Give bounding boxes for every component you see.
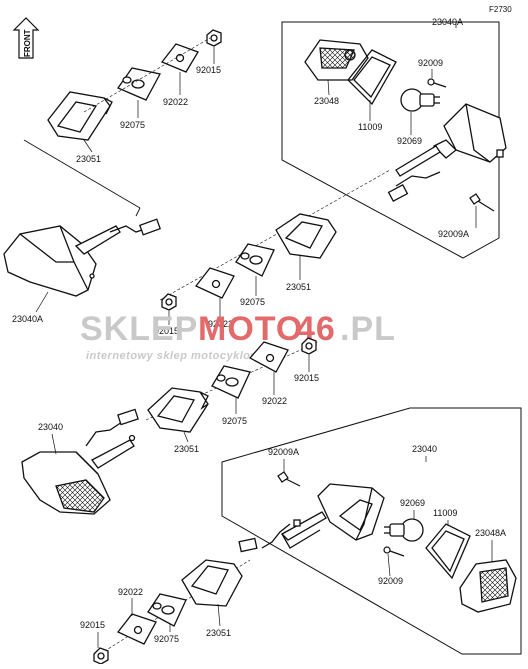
washer-92022-bottom	[116, 613, 157, 645]
screw-92009-lower	[383, 546, 405, 557]
leader-23040-left	[51, 433, 57, 455]
nut-92015-middle	[161, 293, 177, 311]
figure-code: F2730	[489, 5, 512, 14]
watermark-brand-prefix: SKLEP	[80, 310, 198, 348]
turn-signal-housing-23040A-upper	[387, 103, 507, 203]
screw-92009-upper	[427, 78, 447, 88]
watermark-brand-moto: MOTO	[198, 310, 303, 348]
label-23040-lower-right: 23040	[412, 444, 437, 454]
guide-lines-left	[23, 139, 141, 217]
gasket-11009	[347, 49, 397, 106]
label-23040-left: 23040	[38, 422, 63, 432]
lens-23048	[304, 39, 369, 81]
bracket-23051-upper	[47, 91, 113, 141]
bulb-92069-lower	[384, 518, 424, 542]
leaders-upper-right	[327, 69, 477, 228]
damper-92075-bottom	[147, 593, 187, 627]
label-92022-lower-right: 92022	[262, 396, 287, 406]
label-92015-middle: 92015	[154, 326, 179, 336]
nut-92015-bottom	[93, 647, 109, 665]
label-92009-upper: 92009	[418, 58, 443, 68]
label-92075-middle: 92075	[240, 297, 265, 307]
turn-signal-housing-23040A-left	[3, 218, 162, 297]
label-23051-lower: 23051	[174, 444, 199, 454]
bracket-23051-middle	[275, 213, 337, 259]
label-23048: 23048	[314, 96, 339, 106]
label-23040A-left: 23040A	[12, 314, 43, 324]
label-92069: 92069	[397, 136, 422, 146]
screw-92009A-lower	[277, 471, 301, 487]
bulb-92069	[400, 88, 440, 112]
label-92015-upper: 92015	[196, 65, 221, 75]
damper-92075-lower-right	[211, 365, 251, 399]
washer-92022-middle	[194, 267, 235, 299]
kit-box-rear-right	[221, 407, 522, 655]
washer-92022-upper	[160, 43, 199, 73]
gasket-11009-lower	[425, 523, 471, 580]
leader-92009-lower	[387, 553, 391, 577]
front-label: FRONT	[23, 29, 32, 57]
washer-92022-lower-right	[248, 341, 289, 373]
label-92069-lower: 92069	[400, 498, 425, 508]
bracket-23051-bottom	[181, 559, 243, 607]
leaders-upper-left	[83, 47, 215, 153]
kit-box-front-right	[281, 21, 500, 259]
front-direction-arrow: FRONT	[12, 17, 40, 59]
label-92009-lower: 92009	[378, 576, 403, 586]
label-23051-bottom: 23051	[206, 628, 231, 638]
nut-92015-lower-right	[301, 337, 317, 355]
lens-23048A	[459, 559, 517, 613]
label-11009: 11009	[358, 122, 382, 132]
damper-92075-middle	[235, 243, 275, 277]
label-92015-bottom: 92015	[80, 620, 105, 630]
label-92009A-lower: 92009A	[268, 447, 299, 457]
label-23051-middle: 23051	[286, 282, 311, 292]
watermark-tagline: internetowy sklep motocyklowy	[86, 350, 267, 362]
label-92022-upper: 92022	[163, 97, 188, 107]
watermark-brand-suffix: .PL	[340, 310, 396, 348]
leaders-middle-upper	[168, 256, 301, 325]
leaders-bottom	[97, 598, 221, 648]
turn-signal-housing-23040-lower-right	[238, 483, 385, 553]
label-92075-upper: 92075	[120, 120, 145, 130]
damper-92075-upper	[117, 67, 161, 101]
turn-signal-housing-23040-left	[21, 408, 139, 515]
leader-23040A-left	[35, 291, 49, 313]
label-23040A-upper: 23040A	[432, 17, 463, 27]
axis-line-middle-upper	[159, 169, 391, 301]
label-11009-lower: 11009	[433, 508, 457, 518]
watermark: SKLEP MOTO 46 .PL internetowy sklep moto…	[80, 310, 396, 362]
label-92022-middle: 92022	[208, 319, 233, 329]
label-92009A-upper: 92009A	[438, 229, 469, 239]
label-92022-bottom: 92022	[118, 587, 143, 597]
label-92075-lower-right: 92075	[222, 416, 247, 426]
label-23048A: 23048A	[475, 528, 506, 538]
screw-92009A-upper	[469, 193, 495, 212]
axis-line-upper-left	[83, 37, 211, 113]
bracket-23051-lower	[147, 387, 209, 433]
label-92075-bottom: 92075	[154, 634, 179, 644]
label-23051-upper: 23051	[76, 154, 101, 164]
nut-92015-upper	[206, 29, 222, 47]
leaders-middle-lower	[183, 355, 310, 443]
label-92015-lower-right: 92015	[294, 373, 319, 383]
